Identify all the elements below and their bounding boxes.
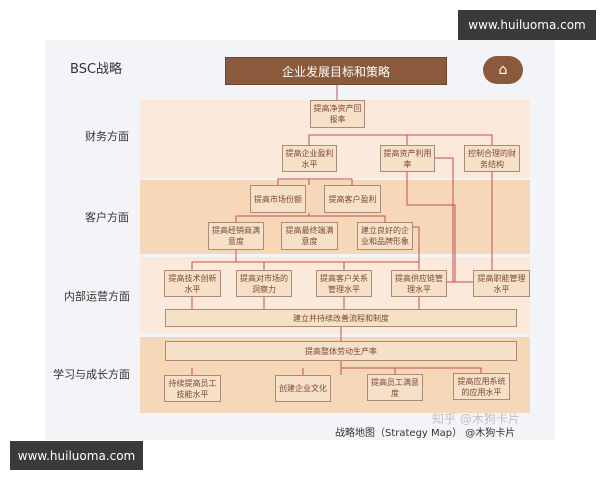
node-internal-supply: 提高供应链管理水平 xyxy=(391,270,447,297)
diagram-title: BSC战略 xyxy=(70,62,123,77)
node-learning-productivity: 提高整体劳动生产率 xyxy=(165,341,517,361)
zhihu-watermark: 知乎 @木狗卡片 xyxy=(432,412,520,426)
node-customer-profit: 提高客户盈利 xyxy=(324,185,381,213)
label-internal: 内部运营方面 xyxy=(64,290,130,303)
node-finance-structure: 控制合理的财务结构 xyxy=(464,145,520,172)
node-internal-tech: 提高技术创新水平 xyxy=(164,270,221,297)
node-internal-market: 提高对市场的洞察力 xyxy=(236,270,292,297)
node-internal-function: 提高职能管理水平 xyxy=(473,270,530,297)
label-finance: 财务方面 xyxy=(85,130,129,143)
node-finance-profit: 提高企业盈利水平 xyxy=(282,145,337,172)
node-internal-process: 建立并持续改善流程和制度 xyxy=(165,309,517,327)
site-watermark-top: www.huiluoma.com xyxy=(458,10,596,40)
node-learning-culture: 创建企业文化 xyxy=(275,375,331,402)
node-customer-brand: 建立良好的企业和品牌形象 xyxy=(357,222,413,250)
node-learning-skills: 持续提高员工技能水平 xyxy=(164,375,221,402)
caption: 战略地图（Strategy Map） @木狗卡片 xyxy=(335,428,516,439)
node-learning-satisfaction: 提高员工满意度 xyxy=(367,374,423,401)
node-finance-asset: 提高资产利用率 xyxy=(380,145,435,172)
site-watermark-bottom: www.huiluoma.com xyxy=(10,441,143,470)
node-customer-enduser: 提高最终端满意度 xyxy=(281,222,338,250)
logo-house-icon: ⌂ xyxy=(483,56,523,84)
node-learning-systems: 提高应用系统的应用水平 xyxy=(453,373,510,400)
node-customer-dealer: 提高经销商满意度 xyxy=(208,222,264,250)
label-customer: 客户方面 xyxy=(85,211,129,224)
node-internal-crm: 提高客户关系管理水平 xyxy=(316,270,372,297)
node-finance-roe: 提高净资产回报率 xyxy=(310,100,365,128)
label-learning: 学习与成长方面 xyxy=(53,368,130,381)
goal-box: 企业发展目标和策略 xyxy=(225,57,447,85)
node-customer-share: 提高市场份额 xyxy=(250,185,306,213)
